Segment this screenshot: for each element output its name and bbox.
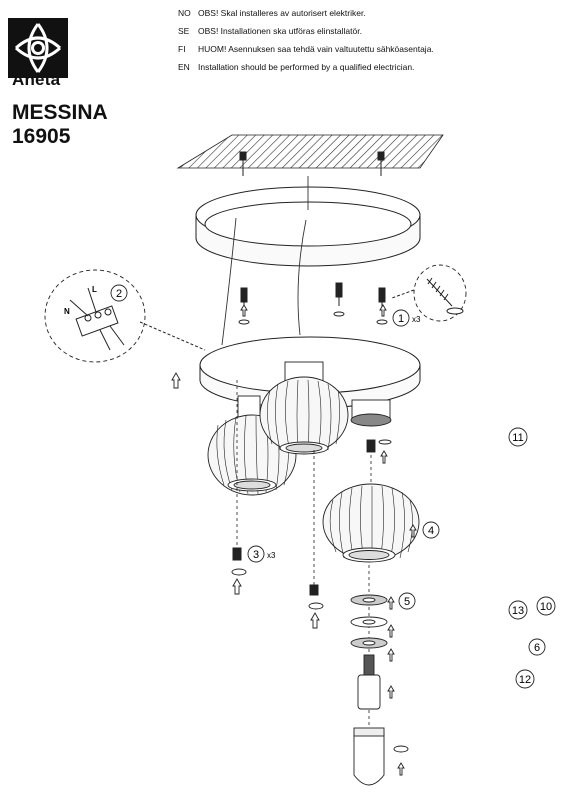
- callout-2: 2: [110, 284, 128, 302]
- callout-1: 1 x3: [392, 309, 421, 327]
- wiring-detail-icon: N L: [44, 269, 206, 363]
- callout-quantity: x3: [267, 551, 276, 560]
- washer-stack: [350, 594, 388, 649]
- callout-number: 5: [404, 596, 410, 608]
- note-text: OBS! Installationen ska utföras elinstal…: [198, 26, 362, 36]
- callout-number: 2: [116, 288, 122, 300]
- callout-number: 13: [512, 605, 524, 617]
- note-en: EN Installation should be performed by a…: [178, 62, 558, 72]
- callout-5: 5: [398, 592, 416, 610]
- socket-icon: [232, 547, 319, 596]
- callout-12: 12: [515, 669, 535, 689]
- note-no: NO OBS! Skal installeres av autorisert e…: [178, 8, 558, 18]
- note-language-code: NO: [178, 8, 191, 18]
- note-language-code: EN: [178, 62, 190, 72]
- wire-label-neutral: N: [64, 307, 70, 316]
- callout-6: 6: [528, 638, 546, 656]
- brand-name: Aneta: [12, 70, 61, 89]
- callout-3: 3 x3: [247, 545, 276, 563]
- screw-icon: [240, 282, 386, 312]
- arrow-up-icon: [171, 304, 387, 389]
- callout-number: 3: [253, 549, 259, 561]
- bulb-socket: [357, 654, 381, 710]
- aneta-logo-icon: [8, 18, 68, 78]
- mounting-ring: [195, 186, 421, 267]
- safety-notes: NO OBS! Skal installeres av autorisert e…: [178, 8, 558, 80]
- callout-number: 11: [512, 432, 523, 444]
- callout-11: 11: [508, 427, 528, 447]
- callout-number: 1: [398, 313, 404, 325]
- note-language-code: SE: [178, 26, 190, 36]
- product-title: MESSINA 16905: [12, 101, 108, 149]
- power-cables: [221, 176, 309, 346]
- note-text: Installation should be performed by a qu…: [198, 62, 415, 72]
- callout-number: 10: [540, 601, 552, 613]
- lamp-holder-right: [350, 399, 392, 453]
- callout-number: 6: [534, 642, 540, 654]
- ceiling: [176, 134, 444, 169]
- washer-icon: [238, 311, 388, 325]
- note-language-code: FI: [178, 44, 186, 54]
- ring-icon: [231, 568, 409, 753]
- note-text: HUOM! Asennuksen saa tehdä vain valtuute…: [198, 44, 434, 54]
- assembly-guide-lines: [236, 380, 372, 725]
- screw-detail-icon: [391, 264, 467, 322]
- callout-quantity: x3: [412, 315, 421, 324]
- note-fi: FI HUOM! Asennuksen saa tehdä vain valtu…: [178, 44, 558, 54]
- arrow-up-icon: [232, 450, 417, 776]
- product-number: 16905: [12, 125, 71, 148]
- bulb-icon: [353, 727, 385, 786]
- ceiling-screw-icon: [239, 151, 385, 176]
- callout-4: 4: [422, 521, 440, 539]
- wire-label-live: L: [92, 285, 97, 294]
- callout-number: 4: [428, 525, 434, 537]
- callout-10: 10: [536, 596, 556, 616]
- callout-13: 13: [508, 600, 528, 620]
- note-text: OBS! Skal installeres av autorisert elek…: [198, 8, 366, 18]
- callout-number: 12: [519, 674, 531, 686]
- lamp-shade-middle: [259, 361, 349, 455]
- lamp-shade-right: [322, 483, 420, 563]
- note-se: SE OBS! Installationen ska utföras elins…: [178, 26, 558, 36]
- product-name: MESSINA: [12, 101, 108, 124]
